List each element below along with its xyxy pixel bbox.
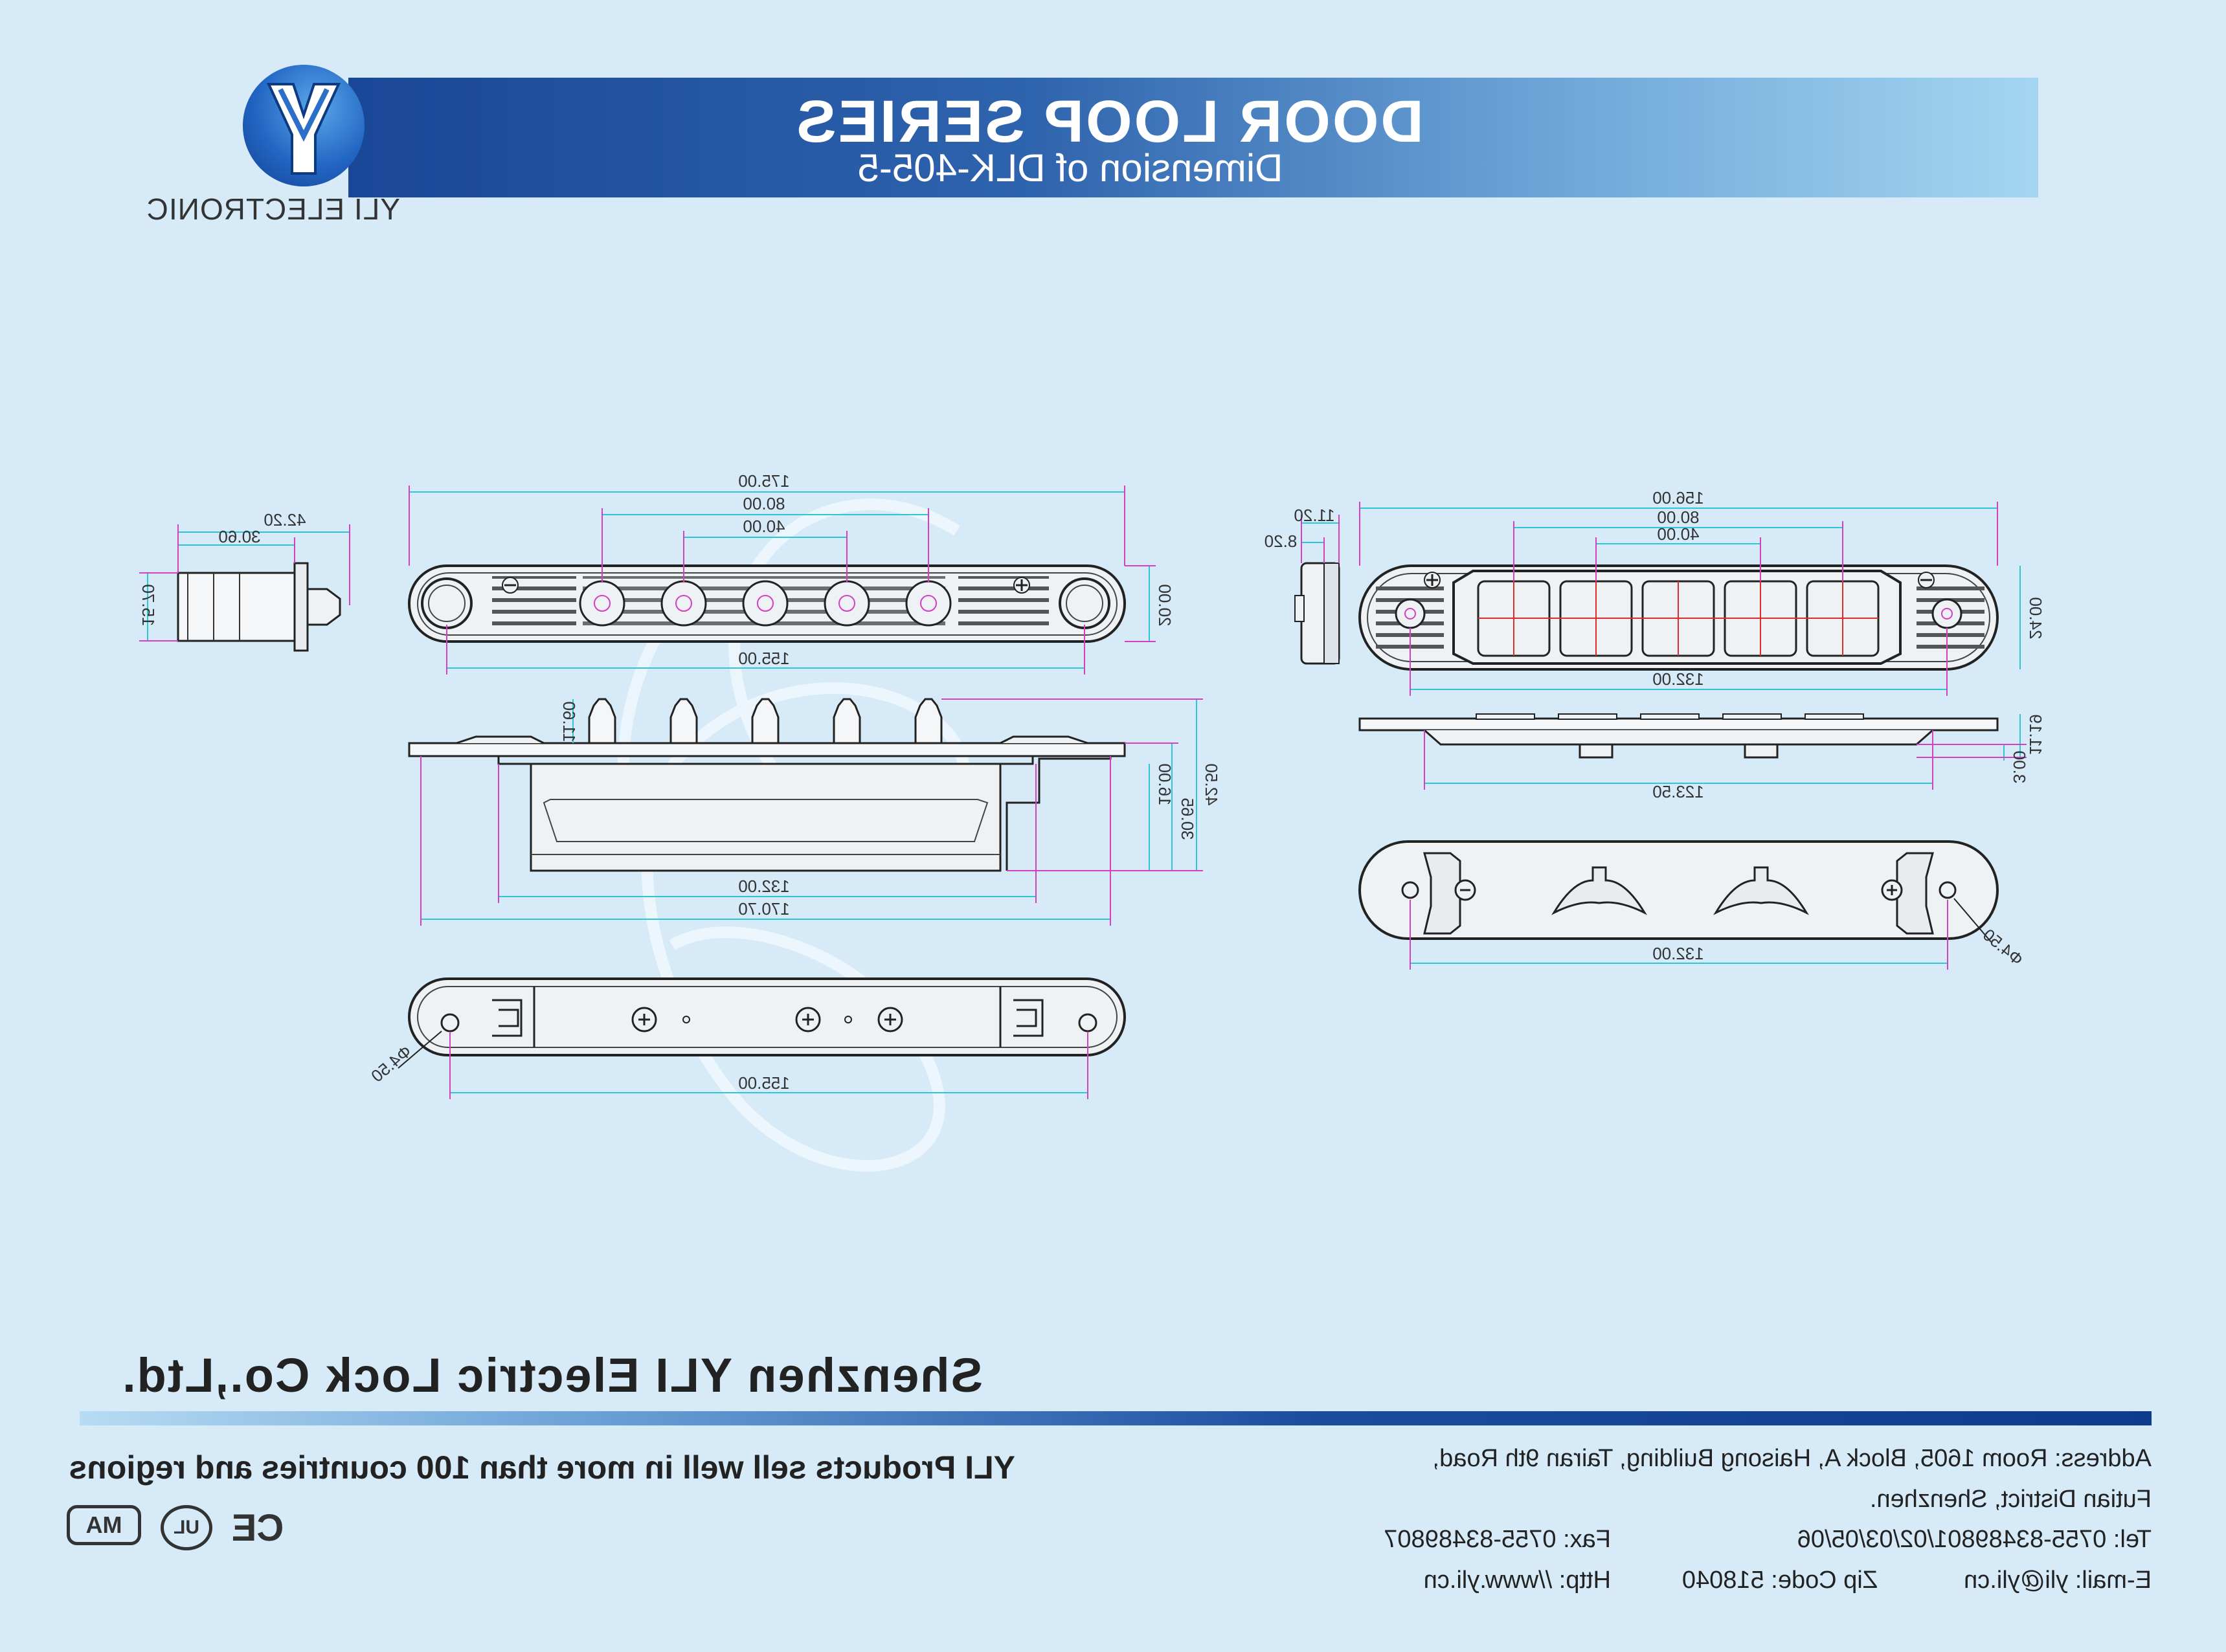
frame-end-view xyxy=(1294,515,1340,665)
dim-label: 30.65 xyxy=(1178,798,1197,840)
y-letter-icon xyxy=(266,83,341,175)
slogan: YLI Products sell well in more than 100 … xyxy=(69,1449,1015,1486)
dim-label: 11.19 xyxy=(2026,714,2045,755)
dim-label: 155.00 xyxy=(738,649,790,668)
dim-label: 16.00 xyxy=(1155,763,1175,805)
dim-label: 24.00 xyxy=(2026,597,2045,639)
telephone: Tel: 0755-83489801/02/03/05/06 xyxy=(1797,1526,2152,1553)
frame-bottom-view xyxy=(1358,840,1999,970)
frame-side-view xyxy=(1358,713,2027,790)
dim-label: 80.00 xyxy=(1657,508,1699,527)
dim-label: Φ4.50 xyxy=(367,1042,415,1086)
ul-mark-icon: UL xyxy=(161,1505,212,1550)
front-view xyxy=(408,698,1203,926)
dim-label: 175.00 xyxy=(738,471,790,491)
footer-divider xyxy=(80,1411,2152,1425)
address-line: Futian District, Shenzhen. xyxy=(1869,1486,2152,1513)
ce-mark-icon: CE xyxy=(231,1506,284,1549)
dim-label: 3.00 xyxy=(2010,751,2029,784)
bottom-view xyxy=(398,977,1126,1099)
cma-mark-icon: MA xyxy=(67,1505,141,1545)
dim-label: 15.70 xyxy=(139,584,158,626)
zip-code: Zip Code: 518040 xyxy=(1681,1567,1878,1594)
dim-label: 8.20 xyxy=(1265,531,1298,551)
dim-label: 20.00 xyxy=(1155,584,1175,626)
logo-emblem xyxy=(243,65,365,186)
dim-label: 40.00 xyxy=(1657,524,1699,544)
website-link[interactable]: Http: //www.yli.cn xyxy=(1423,1567,1611,1594)
frame-top-view xyxy=(1358,502,2021,696)
dim-label: 123.50 xyxy=(1652,782,1704,801)
address-line: Address: Room 1605, Block A, Haisong Bui… xyxy=(1432,1445,2152,1472)
brand-logo: YLI ELECTRONIC xyxy=(146,65,400,233)
dim-label: 170.70 xyxy=(738,899,790,919)
email[interactable]: E-mail: yli@yli.cn xyxy=(1964,1567,2152,1594)
company-name: Shenzhen YLI Electric Lock Co.,Ltd. xyxy=(121,1348,983,1402)
fax: Fax: 0755-83489807 xyxy=(1384,1526,1611,1553)
left-side-view xyxy=(139,524,350,652)
dim-label: 11.60 xyxy=(559,701,579,742)
dim-label: 132.00 xyxy=(738,876,790,896)
top-view xyxy=(408,486,1156,675)
dim-label: 155.00 xyxy=(738,1073,790,1093)
dim-label: 42.20 xyxy=(264,510,306,530)
dim-label: Φ4.50 xyxy=(1979,925,2027,970)
dim-label: 11.20 xyxy=(1294,506,1334,525)
dim-label: 80.00 xyxy=(743,494,785,513)
dim-label: 156.00 xyxy=(1652,488,1704,508)
dim-label: 42.50 xyxy=(1202,763,1221,805)
dim-label: 40.00 xyxy=(743,517,785,536)
dim-label: 132.00 xyxy=(1652,944,1704,963)
dim-label: 30.60 xyxy=(218,527,260,546)
certification-marks: CE UL MA xyxy=(67,1505,290,1557)
dim-label: 132.00 xyxy=(1652,669,1704,689)
